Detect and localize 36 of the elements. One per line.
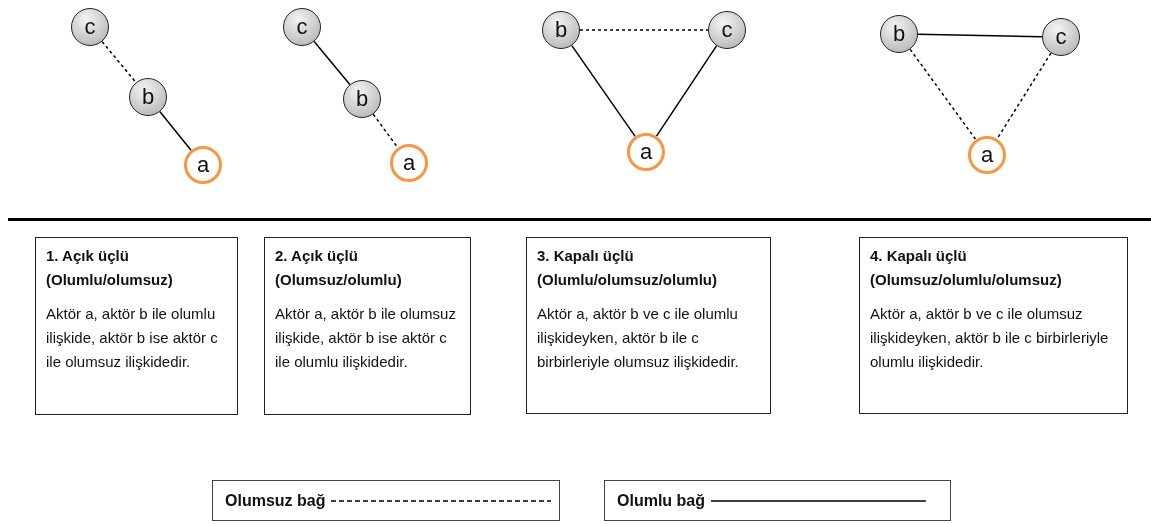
actor-circle: c [708,11,746,49]
legend-text: Olumsuz bağ [225,491,326,510]
card-heading: 1. Açık üçlü (Olumlu/olumsuz) [46,246,174,290]
actor-circle: b [343,80,381,118]
actor-circle: a [184,146,222,184]
card-description: Aktör a, aktör b ve c ile olumlu ilişkideyken, aktör b ile c birbirleriyle olumsuz ilişkidedir. [537,304,740,372]
solid-connector [655,45,718,137]
actor-circle: c [1042,18,1080,56]
legend-text: Olumlu bağ [617,491,705,510]
dashed-connector [909,48,977,141]
actor-circle: b [880,15,918,53]
actor-circle: b [129,78,167,116]
solid-connector [313,40,351,86]
dashed-connector [101,40,137,84]
dashed-connector [372,113,399,149]
description-card [859,237,1128,414]
solid-connector [571,44,636,138]
actor-circle: c [283,8,321,46]
card-heading: 2. Açık üçlü (Olumsuz/olumlu) [275,246,403,290]
solid-connector [159,111,192,151]
solid-connector [917,33,1043,38]
actor-circle: c [71,8,109,46]
dashed-connector [579,29,709,31]
description-card [526,237,771,414]
actor-circle: a [627,133,665,171]
description-card [264,237,471,415]
dashed-connector [996,52,1052,140]
card-description: Aktör a, aktör b ile olumlu ilişkide, aktör b ise aktör c ile olumsuz ilişkidedir. [46,304,219,372]
description-card [35,237,238,415]
card-description: Aktör a, aktör b ve c ile olumsuz ilişkideyken, aktör b ile c birbirleriyle olumlu ilişkidedir. [870,304,1110,372]
card-heading: 3. Kapalı üçlü (Olumlu/olumsuz/olumlu) [537,246,718,290]
card-heading: 4. Kapalı üçlü (Olumsuz/olumlu/olumsuz) [870,246,1063,290]
actor-circle: b [542,11,580,49]
actor-circle: a [968,136,1006,174]
card-description: Aktör a, aktör b ile olumsuz ilişkide, aktör b ise aktör c ile olumlu ilişkidedir. [275,304,457,372]
actor-circle: a [390,144,428,182]
